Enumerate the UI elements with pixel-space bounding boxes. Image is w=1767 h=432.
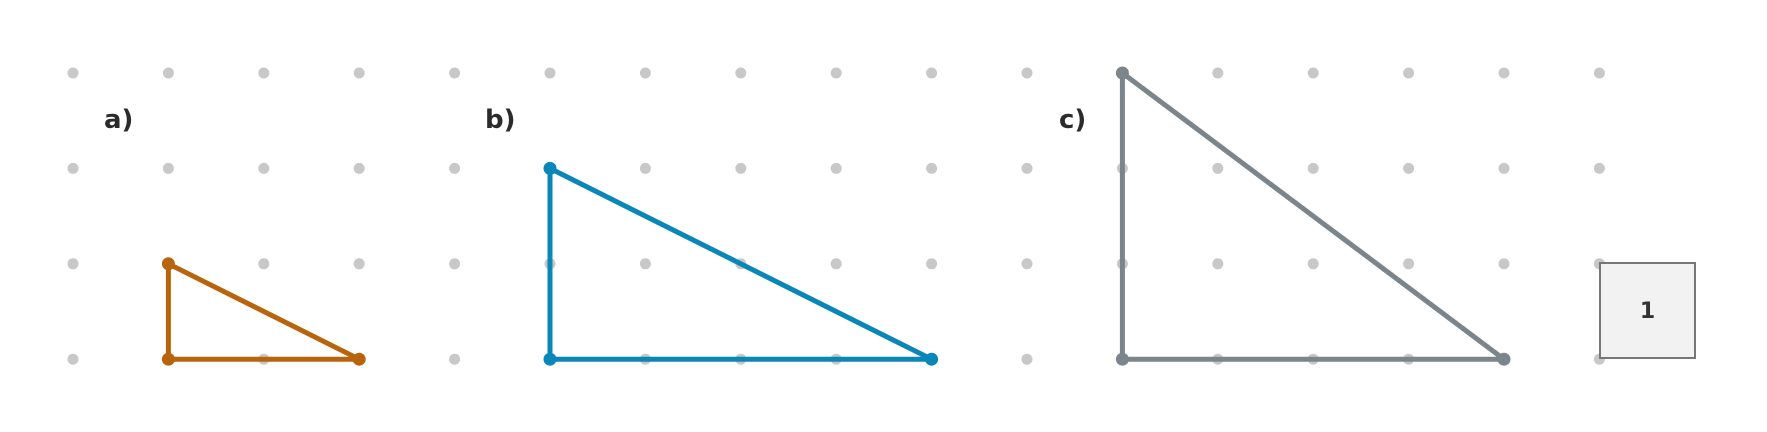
- grid-dot: [926, 67, 938, 79]
- grid-dot: [926, 258, 938, 270]
- grid-dot: [258, 162, 270, 174]
- grid-dot: [1498, 67, 1510, 79]
- grid-dot: [1498, 162, 1510, 174]
- grid-dot: [735, 162, 747, 174]
- grid-dot: [353, 258, 365, 270]
- panel-label-b: b): [485, 105, 516, 135]
- triangle-a-vertex: [161, 257, 175, 271]
- triangle-c-outline: [1119, 70, 1507, 362]
- grid-dot: [67, 162, 79, 174]
- panel-label-a: a): [104, 105, 133, 135]
- triangle-b-vertex: [543, 352, 557, 366]
- triangle-b-outline: [547, 165, 935, 362]
- triangle-a: [161, 257, 366, 366]
- grid-dot: [1307, 162, 1319, 174]
- triangle-b: [543, 161, 939, 366]
- triangle-c-vertex: [1115, 352, 1129, 366]
- grid-dot: [1593, 67, 1605, 79]
- grid-dot: [639, 67, 651, 79]
- panel-label-c: c): [1059, 105, 1086, 135]
- grid-dot: [735, 67, 747, 79]
- grid-dot: [258, 258, 270, 270]
- grid-dot: [449, 162, 461, 174]
- grid-dot: [1307, 67, 1319, 79]
- grid-dot: [1212, 162, 1224, 174]
- triangle-c-vertex: [1497, 352, 1511, 366]
- grid-dot: [67, 67, 79, 79]
- grid-dot: [449, 258, 461, 270]
- unit-square-box: [1599, 262, 1696, 359]
- grid-dot: [830, 67, 842, 79]
- grid-dot: [1021, 67, 1033, 79]
- triangle-c: [1115, 66, 1511, 366]
- grid-dot: [926, 162, 938, 174]
- grid-dot: [1021, 353, 1033, 365]
- grid-dot: [67, 353, 79, 365]
- grid-dot: [1403, 67, 1415, 79]
- grid-dot: [1212, 67, 1224, 79]
- triangle-a-vertex: [352, 352, 366, 366]
- unit-square: 1: [1599, 262, 1696, 359]
- grid-dot: [67, 258, 79, 270]
- triangle-b-vertex: [925, 352, 939, 366]
- grid-dot: [162, 162, 174, 174]
- grid-dot: [1498, 258, 1510, 270]
- grid-dot: [639, 258, 651, 270]
- grid-dot: [258, 67, 270, 79]
- triangle-a-vertex: [161, 352, 175, 366]
- grid-dot: [1021, 162, 1033, 174]
- triangle-c-vertex: [1115, 66, 1129, 80]
- grid-dot: [1593, 162, 1605, 174]
- grid-dot: [1403, 162, 1415, 174]
- triangle-a-outline: [165, 261, 362, 362]
- grid-dot: [1212, 258, 1224, 270]
- grid-dot: [449, 353, 461, 365]
- grid-dot: [830, 258, 842, 270]
- grid-dots: [67, 67, 1605, 365]
- triangle-b-vertex: [543, 161, 557, 175]
- grid-dot: [1307, 258, 1319, 270]
- grid-dot: [353, 67, 365, 79]
- grid-dot: [544, 67, 556, 79]
- grid-dot: [449, 67, 461, 79]
- grid-dot: [1021, 258, 1033, 270]
- grid-dot: [639, 162, 651, 174]
- unit-square-label: 1: [1640, 299, 1655, 324]
- grid-dot: [162, 67, 174, 79]
- grid-dot: [353, 162, 365, 174]
- grid-dot: [1403, 258, 1415, 270]
- grid-dot: [830, 162, 842, 174]
